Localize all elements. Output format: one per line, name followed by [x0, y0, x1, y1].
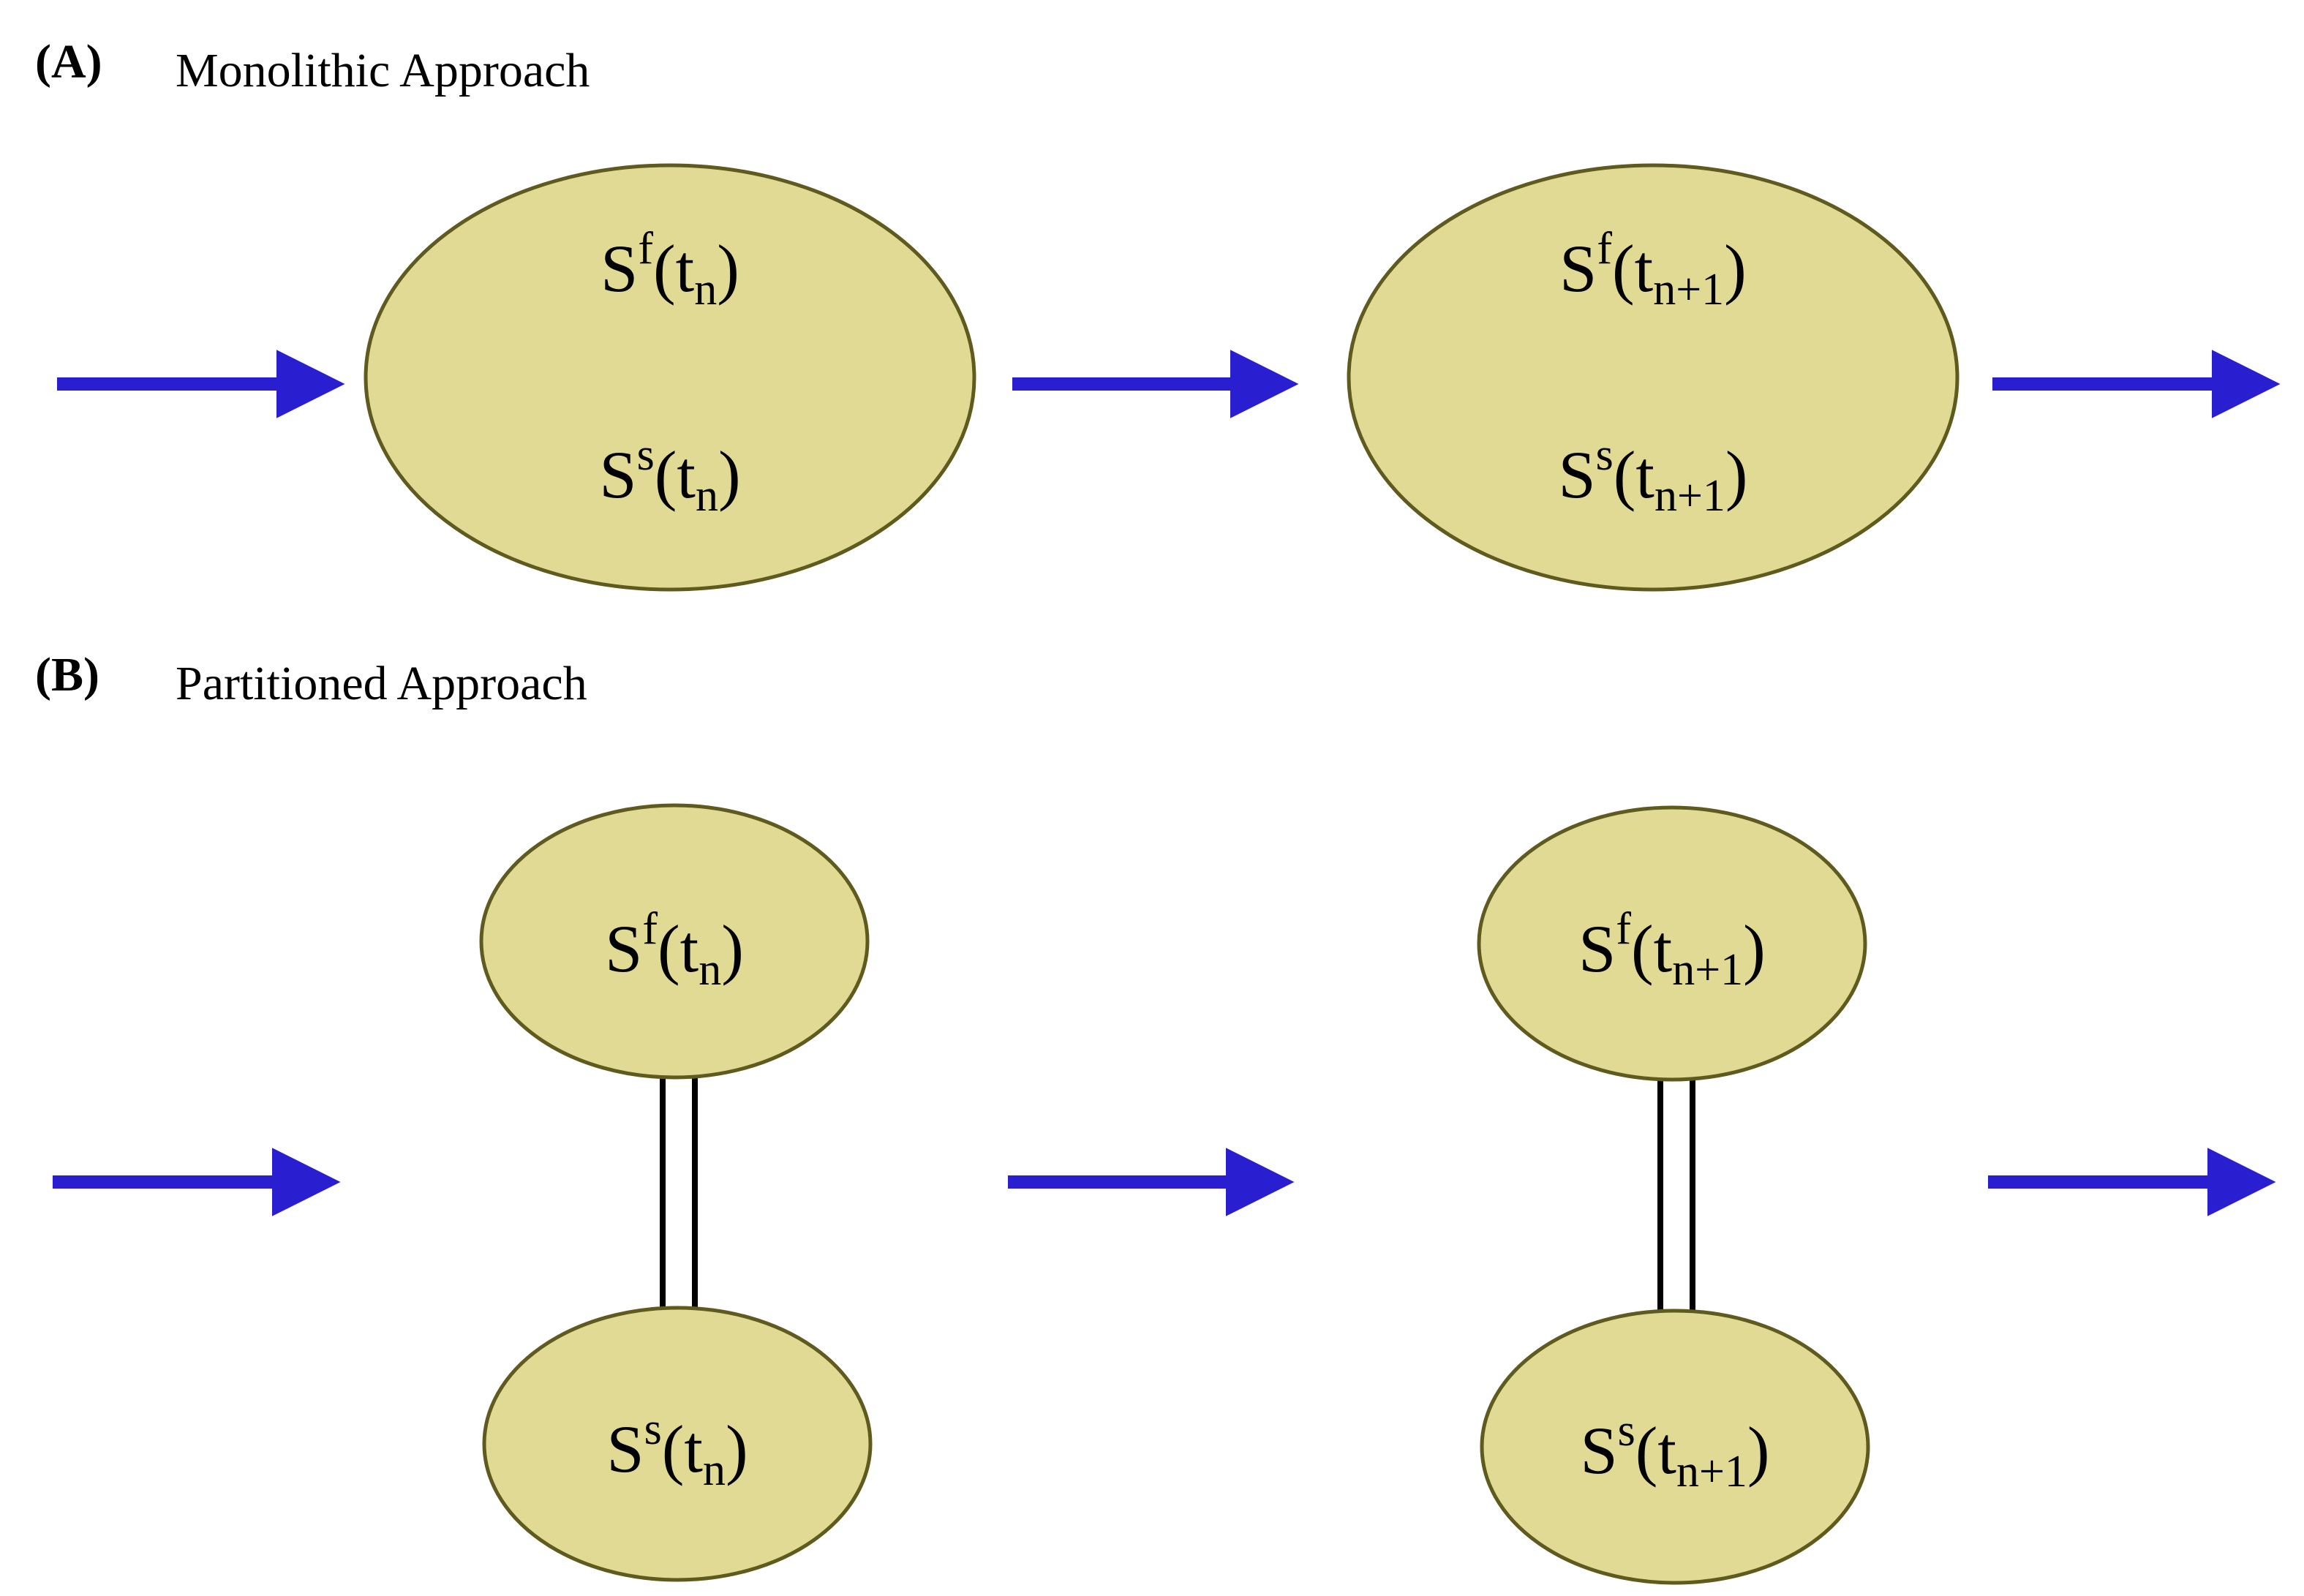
state-superscript: f	[1616, 904, 1631, 954]
fluid-node-tn	[479, 803, 870, 1080]
state-close-paren: )	[1747, 1413, 1770, 1488]
state-subscript: n	[703, 1445, 726, 1495]
panel-b: (B) Partitioned Approach Sf(tn) Ss(tn)	[35, 648, 2276, 1585]
monolithic-node-tn	[364, 163, 976, 592]
state-close-paren: )	[1743, 911, 1766, 986]
state-symbol: S	[1559, 231, 1597, 306]
solid-node-tn	[482, 1306, 873, 1582]
state-open-paren: (t	[1612, 231, 1654, 306]
state-superscript: f	[1597, 224, 1612, 274]
state-symbol: S	[1580, 1413, 1617, 1488]
panel-b-letter: (B)	[35, 648, 99, 701]
panel-b-state-tn1: Sf(tn+1) Ss(tn+1)	[1477, 805, 1870, 1585]
solid-state-label: Ss(tn+1)	[1580, 1406, 1769, 1497]
state-symbol: S	[601, 231, 638, 306]
state-symbol: S	[1558, 437, 1595, 512]
state-close-paren: )	[721, 911, 744, 986]
state-open-paren: (t	[1631, 911, 1673, 986]
panel-a-letter: (A)	[35, 35, 102, 89]
solid-state-label: Ss(tn)	[599, 430, 740, 521]
state-superscript: s	[1596, 430, 1614, 480]
solid-node-tn1	[1480, 1309, 1870, 1585]
fluid-state-label: Sf(tn)	[605, 904, 744, 995]
panel-b-title: Partitioned Approach	[176, 657, 587, 710]
state-close-paren: )	[718, 437, 741, 512]
state-symbol: S	[606, 1412, 644, 1486]
state-subscript: n+1	[1653, 265, 1724, 315]
state-superscript: s	[637, 430, 655, 480]
solid-state-label: Ss(tn+1)	[1558, 430, 1747, 521]
state-symbol: S	[1578, 911, 1616, 986]
panel-a-state-tn: Sf(tn) Ss(tn)	[364, 163, 976, 592]
state-superscript: f	[638, 224, 653, 274]
state-open-paren: (t	[658, 911, 699, 986]
fluid-state-label: Sf(tn)	[601, 224, 739, 315]
state-subscript: n+1	[1676, 1447, 1747, 1497]
state-subscript: n	[699, 945, 721, 995]
state-close-paren: )	[717, 231, 739, 306]
state-open-paren: (t	[655, 437, 696, 512]
fluid-state-label: Sf(tn+1)	[1559, 224, 1747, 315]
state-close-paren: )	[1724, 231, 1747, 306]
panel-a-state-tn1: Sf(tn+1) Ss(tn+1)	[1347, 163, 1959, 592]
state-open-paren: (t	[1614, 437, 1655, 512]
coupling-link-tn1	[1657, 1078, 1695, 1321]
panel-a: (A) Monolithic Approach Sf(tn) Ss(tn) Sf…	[35, 35, 2281, 592]
state-close-paren: )	[726, 1412, 748, 1486]
fluid-node-tn1	[1477, 805, 1867, 1082]
state-subscript: n+1	[1654, 471, 1725, 521]
state-subscript: n	[696, 471, 718, 521]
state-open-paren: (t	[653, 231, 695, 306]
state-superscript: s	[1618, 1406, 1635, 1456]
solid-state-label: Ss(tn)	[606, 1404, 748, 1495]
monolithic-node-tn1	[1347, 163, 1959, 592]
state-open-paren: (t	[1635, 1413, 1677, 1488]
state-superscript: s	[644, 1404, 662, 1454]
fluid-state-label: Sf(tn+1)	[1578, 904, 1766, 995]
panel-a-title: Monolithic Approach	[176, 44, 590, 97]
coupling-link-tn	[660, 1075, 698, 1318]
state-subscript: n+1	[1672, 945, 1743, 995]
state-symbol: S	[599, 437, 636, 512]
state-subscript: n	[694, 265, 717, 315]
state-symbol: S	[605, 911, 642, 986]
state-open-paren: (t	[662, 1412, 704, 1486]
state-superscript: f	[642, 904, 658, 954]
state-close-paren: )	[1725, 437, 1748, 512]
panel-b-state-tn: Sf(tn) Ss(tn)	[479, 803, 873, 1582]
